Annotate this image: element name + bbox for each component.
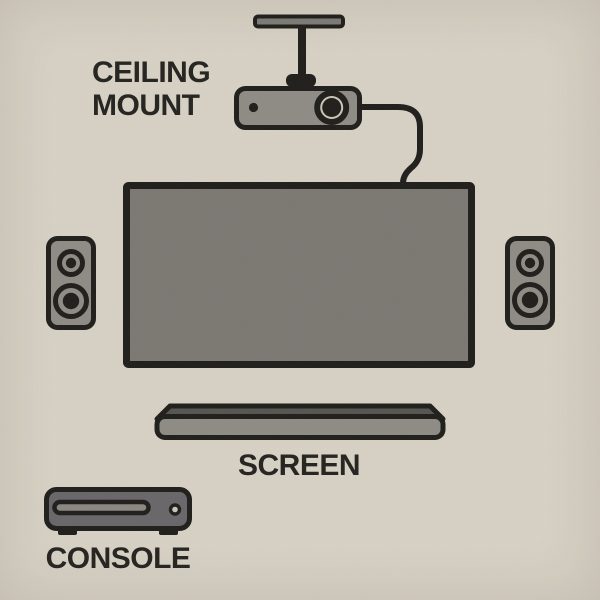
screen-panel <box>123 182 475 368</box>
console-disc-slot <box>52 499 151 516</box>
mount-pole <box>298 26 306 78</box>
console-label: CONSOLE <box>45 542 191 575</box>
screen-icon <box>123 182 475 368</box>
ceiling-plate <box>253 14 345 29</box>
ceiling-mount-projector-icon <box>234 14 423 186</box>
ceiling-mount-label-line2: MOUNT <box>92 89 200 122</box>
console-power-button-center <box>172 506 178 513</box>
projector-indicator-dot <box>248 102 259 113</box>
projector-lens-center <box>322 98 342 117</box>
mount-joint <box>286 74 316 87</box>
right-speaker-tweeter-dot <box>524 257 536 269</box>
projector-cable <box>355 104 423 186</box>
right-speaker-woofer-dot <box>521 291 539 309</box>
left-speaker-tweeter-dot <box>65 257 77 269</box>
ceiling-mount-label-line1: CEILING <box>92 56 211 89</box>
left-speaker-icon <box>46 236 96 330</box>
left-speaker-woofer-dot <box>62 292 80 310</box>
right-speaker-icon <box>505 236 555 330</box>
screen-label: SCREEN <box>237 449 361 482</box>
ceiling-mount-label: CEILING MOUNT <box>92 56 211 122</box>
console-icon <box>44 487 192 535</box>
soundbar-icon <box>154 403 446 440</box>
soundbar-front-face <box>154 414 446 440</box>
